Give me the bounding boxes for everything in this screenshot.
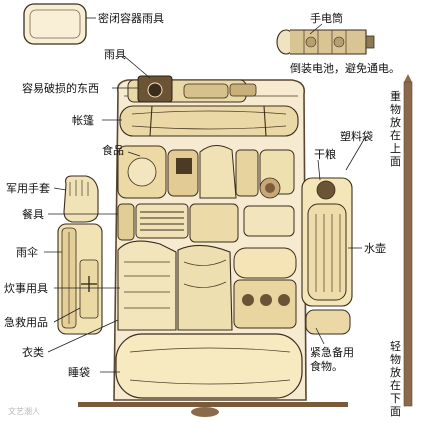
label-first-aid: 急救用品 xyxy=(4,315,48,329)
watermark: 文艺潮人 xyxy=(8,406,40,416)
label-emergency-food-line2: 食物。 xyxy=(310,359,343,373)
label-tent: 帐篷 xyxy=(72,113,94,127)
top-pocket xyxy=(127,75,257,103)
clothing-and-cookware xyxy=(117,240,297,331)
label-flashlight-note: 倒装电池，避免通电。 xyxy=(290,61,400,75)
left-side-pocket xyxy=(57,223,103,335)
sleeping-bag xyxy=(115,333,303,399)
tent-roll xyxy=(119,105,299,137)
label-light-on-bottom: 轻物放在下面 xyxy=(390,339,401,418)
label-dry-food: 干粮 xyxy=(314,147,336,161)
ground-bar xyxy=(78,402,348,417)
label-fragile-items: 容易破损的东西 xyxy=(22,81,99,95)
label-clothing: 衣类 xyxy=(22,345,44,359)
right-side-pocket xyxy=(301,177,353,335)
label-sleeping-bag: 睡袋 xyxy=(68,365,90,379)
label-sealed-rain-gear: 密闭容器雨具 xyxy=(98,11,164,25)
label-heavy-on-top: 重物放在上面 xyxy=(390,89,401,168)
sealed-container-rain-gear xyxy=(23,3,87,45)
utensils-row xyxy=(117,203,295,243)
label-plastic-bag: 塑料袋 xyxy=(340,129,373,143)
label-utensils: 餐具 xyxy=(22,207,44,221)
label-kettle: 水壶 xyxy=(364,241,386,255)
vertical-labels: 重物放在上面 轻物放在下面 xyxy=(390,89,401,418)
leader-lines xyxy=(44,17,367,373)
label-flashlight: 手电筒 xyxy=(310,11,343,25)
label-cookware: 炊事用具 xyxy=(4,282,48,295)
glove-illustration xyxy=(63,175,99,223)
label-food: 食品 xyxy=(102,143,124,157)
label-military-gloves: 军用手套 xyxy=(6,181,50,195)
label-umbrella: 雨伞 xyxy=(16,245,38,259)
weight-direction-rod xyxy=(403,74,413,407)
annotation-labels: 密闭容器雨具 手电筒 倒装电池，避免通电。 雨具 容易破损的东西 帐篷 食品 塑… xyxy=(4,11,400,379)
label-raingear: 雨具 xyxy=(104,48,126,61)
label-emergency-food-line1: 紧急备用 xyxy=(310,345,354,359)
flashlight-illustration xyxy=(276,29,375,55)
food-section xyxy=(117,145,295,199)
